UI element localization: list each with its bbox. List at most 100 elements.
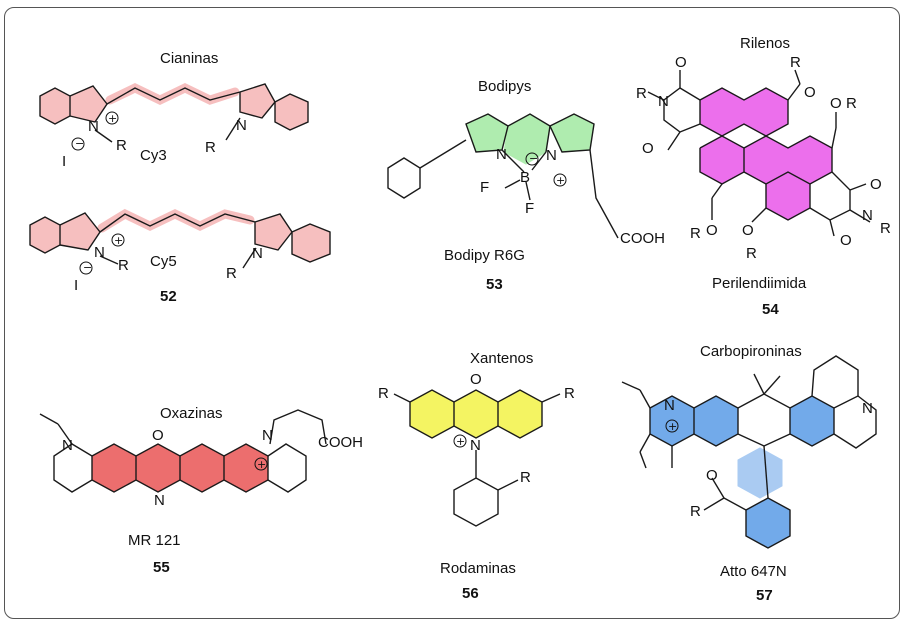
- rylene-o-2: O: [642, 140, 654, 157]
- oxazine-n-ring: N: [154, 492, 165, 509]
- oxazine-ring-1: [91, 443, 137, 493]
- cy3-n-r-bond-right: [225, 117, 241, 141]
- xanthene-title: Xantenos: [470, 350, 533, 367]
- cy5-r-right: R: [226, 265, 237, 282]
- carbopyronine-r: R: [690, 503, 701, 520]
- carbopyronine-title: Carbopironinas: [700, 343, 802, 360]
- cy5-plus-charge: [111, 233, 125, 247]
- rylene-o-5: O: [870, 176, 882, 193]
- carbopyronine-ring-4: [737, 447, 783, 499]
- xanthene-panel: Xantenos O N + R R R Rodaminas 56: [378, 350, 575, 602]
- xanthene-o: O: [470, 371, 482, 388]
- oxazine-ring-2: [135, 443, 181, 493]
- bodipy-left-pyrrole: [465, 113, 509, 153]
- figure-frame: [4, 7, 900, 619]
- cy5-iodide: I: [74, 277, 78, 294]
- bodipy-name: Bodipy R6G: [444, 247, 525, 264]
- bodipy-cooh: COOH: [620, 230, 665, 247]
- carbopyronine-ring-2: [693, 395, 739, 447]
- cy3-r-right: R: [205, 139, 216, 156]
- cy3-n-right: N: [236, 117, 247, 134]
- cy3-plus-charge: [105, 111, 119, 125]
- carbopyronine-panel: Carbopironinas N + N O R Atto 647N: [621, 343, 877, 604]
- xanthene-number: 56: [462, 585, 479, 602]
- cy3-iodide: I: [62, 153, 66, 170]
- bodipy-right-pyrrole: [549, 113, 595, 153]
- rylene-o-6: O: [840, 232, 852, 249]
- rylene-r-2: R: [790, 54, 801, 71]
- rylene-o-8: O: [742, 222, 754, 239]
- cy5-n-right: N: [252, 245, 263, 262]
- xanthene-r-left: R: [378, 385, 389, 402]
- rylene-title: Rilenos: [740, 35, 790, 52]
- cy3-structure: N + R − I Cy3 N R: [39, 83, 309, 170]
- bodipy-f-1: F: [480, 179, 489, 196]
- bodipy-b: B: [520, 169, 530, 186]
- oxazine-n-left: N: [62, 437, 73, 454]
- cy3-left-pyrrole-highlight: [69, 85, 108, 123]
- bodipy-ch2: [589, 149, 619, 239]
- xanthene-r-aryl: R: [520, 469, 531, 486]
- cy3-n-r-bond: [94, 129, 113, 143]
- bodipy-n-right: N: [546, 147, 557, 164]
- bodipy-meso: [507, 113, 551, 153]
- svg-text:−: −: [83, 261, 92, 274]
- carbopyronine-o: O: [706, 467, 718, 484]
- rylene-r-6: R: [746, 245, 757, 262]
- carbopyronine-ring-3: [789, 395, 835, 447]
- carbopyronine-ring-5: [745, 497, 791, 549]
- bodipy-title: Bodipys: [478, 78, 531, 95]
- rylene-name: Perilendiimida: [712, 275, 807, 292]
- xanthene-aryl: [453, 477, 499, 527]
- rylene-r-3: R: [846, 95, 857, 112]
- rylene-o-7: O: [706, 222, 718, 239]
- xanthene-n: N: [470, 437, 481, 454]
- rylene-number: 54: [762, 301, 779, 318]
- xanthene-ring-3: [497, 389, 543, 439]
- rylene-panel: Rilenos O R N O R O O: [636, 35, 891, 318]
- cy5-chain-highlight: [97, 208, 255, 233]
- oxazine-o: O: [152, 427, 164, 444]
- cy5-structure: N + R − I Cy5 N R: [29, 208, 331, 294]
- cyanines-panel: Cianinas N + R − I Cy3 N: [29, 50, 331, 305]
- cy5-right-pyrrole: [254, 213, 293, 251]
- cy5-right-benzene: [291, 223, 331, 263]
- bodipy-phenyl: [387, 157, 421, 199]
- cyanines-number: 52: [160, 288, 177, 305]
- xanthene-name: Rodaminas: [440, 560, 516, 577]
- oxazine-panel: Oxazinas O N N N + COOH MR 121 55: [39, 405, 363, 576]
- svg-text:+: +: [108, 112, 117, 125]
- rylene-ring-2: [743, 87, 789, 137]
- rylene-r-1: R: [636, 85, 647, 102]
- cy5-r-left: R: [118, 257, 129, 274]
- xanthene-ring-1: [409, 389, 455, 439]
- bodipy-panel: Bodipys N N B − + F F COOH Bodipy R6G 53: [387, 78, 665, 293]
- rylene-o-4: O: [830, 95, 842, 112]
- cy5-chain: [99, 213, 256, 233]
- oxazine-cooh: COOH: [318, 434, 363, 451]
- rylene-o-3: O: [804, 84, 816, 101]
- cyanines-title: Cianinas: [160, 50, 218, 67]
- xanthene-ring-2: [453, 389, 499, 439]
- oxazine-n-right: N: [262, 427, 273, 444]
- cy3-right-benzene: [274, 93, 309, 131]
- rylene-o-1: O: [675, 54, 687, 71]
- bodipy-number: 53: [486, 276, 503, 293]
- rylene-r-5: R: [690, 225, 701, 242]
- carbopyronine-n-right: N: [862, 400, 873, 417]
- rylene-r-4: R: [880, 220, 891, 237]
- oxazine-title: Oxazinas: [160, 405, 223, 422]
- bodipy-f-2: F: [525, 200, 534, 217]
- svg-text:−: −: [75, 137, 84, 150]
- carbopyronine-n-left: N: [664, 397, 675, 414]
- cy5-n-left: N: [94, 244, 105, 261]
- cy3-chain: [106, 87, 241, 105]
- bodipy-n-left: N: [496, 146, 507, 163]
- rylene-ring-3: [699, 135, 745, 185]
- xanthene-r-right: R: [564, 385, 575, 402]
- rylene-n-2: N: [862, 207, 873, 224]
- cy3-right-pyrrole: [239, 83, 276, 119]
- carbopyronine-name: Atto 647N: [720, 563, 787, 580]
- svg-text:−: −: [529, 152, 538, 165]
